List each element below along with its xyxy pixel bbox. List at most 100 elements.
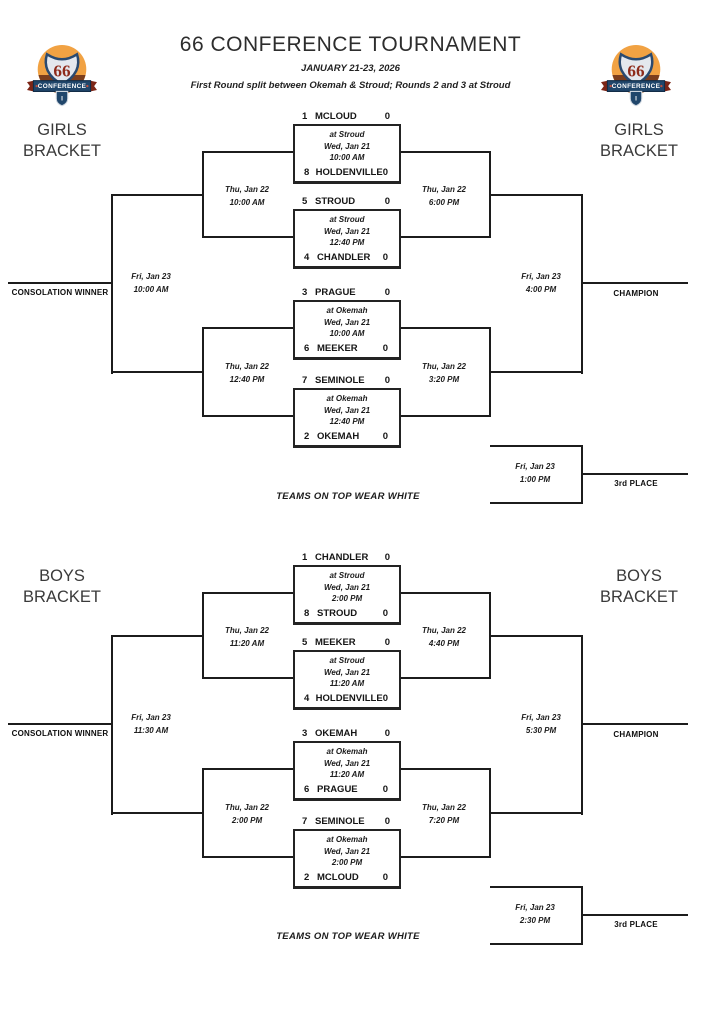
game-venue: at Stroud	[329, 656, 365, 665]
round-time: 2:30 PM	[519, 916, 551, 925]
game-venue: at Okemah	[326, 835, 368, 844]
third-place-label: 3rd PLACE	[614, 920, 658, 929]
game-date: Wed, Jan 21	[323, 141, 371, 151]
bracket-line	[401, 677, 491, 679]
round-schedule: Fri, Jan 23 4:00 PM	[501, 270, 581, 296]
round-date: Thu, Jan 22	[421, 362, 466, 371]
score: 0	[382, 692, 388, 704]
team-name: MCLOUD	[317, 871, 359, 883]
bracket-line	[112, 812, 204, 814]
seed: 7	[302, 816, 308, 827]
seed: 6	[304, 342, 310, 354]
champion-label: CHAMPION	[613, 730, 659, 739]
bracket-line	[401, 592, 491, 594]
bracket-line	[490, 812, 583, 814]
matchup-top-team: 1 CHANDLER 0	[293, 550, 401, 565]
game-date: Wed, Jan 21	[323, 667, 371, 677]
bracket-line	[203, 415, 293, 417]
matchup-bottom-team: 2 MCLOUD 0	[295, 869, 399, 886]
game-time: 10:00 AM	[329, 329, 365, 338]
bracket-line	[401, 856, 491, 858]
consolation-winner-label: CONSOLATION WINNER	[11, 288, 109, 297]
bracket-line	[581, 445, 583, 504]
logo-banner-text: CONFERENCE	[38, 83, 87, 90]
round-schedule: Thu, Jan 22 4:40 PM	[404, 624, 484, 650]
round-time: 3:20 PM	[428, 375, 460, 384]
girls-game-3: 3 PRAGUE 0 at Okemah Wed, Jan 21 10:00 A…	[293, 285, 401, 360]
bracket-line	[489, 327, 491, 417]
round-time: 6:00 PM	[428, 198, 460, 207]
bracket-line	[582, 723, 688, 725]
round-date: Thu, Jan 22	[224, 803, 269, 812]
logo-banner-text: CONFERENCE	[612, 83, 661, 90]
bracket-line	[581, 886, 583, 945]
matchup-top-team: 3 OKEMAH 0	[293, 726, 401, 741]
bracket-line	[203, 677, 293, 679]
game-venue: at Okemah	[326, 747, 368, 756]
game-time: 2:00 PM	[331, 594, 363, 603]
round-time: 11:20 AM	[229, 639, 265, 648]
round-date: Fri, Jan 23	[521, 272, 561, 281]
seed: 8	[304, 166, 310, 178]
girls-bracket-label-left: GIRLS BRACKET	[7, 120, 117, 162]
game-box: at Okemah Wed, Jan 21 10:00 AM 6 MEEKER …	[293, 300, 401, 360]
team-name: PRAGUE	[315, 287, 356, 298]
bracket-line	[582, 473, 688, 475]
matchup-bottom-team: 4 HOLDENVILLE 0	[295, 690, 399, 707]
bracket-word: BOYS	[39, 567, 85, 585]
matchup-bottom-team: 6 PRAGUE 0	[295, 781, 399, 798]
score: 0	[384, 637, 390, 648]
bracket-line	[489, 592, 491, 679]
round-schedule: Thu, Jan 22 12:40 PM	[207, 360, 287, 386]
game-time: 2:00 PM	[331, 858, 363, 867]
teams-note: TEAMS ON TOP WEAR WHITE	[276, 931, 420, 942]
game-date: Wed, Jan 21	[323, 758, 371, 768]
game-venue: at Stroud	[329, 130, 365, 139]
round-date: Fri, Jan 23	[521, 713, 561, 722]
bracket-line	[203, 151, 293, 153]
logo-tab-numeral: I	[61, 96, 63, 103]
game-date: Wed, Jan 21	[323, 846, 371, 856]
bracket-line	[111, 194, 113, 374]
seed: 3	[302, 728, 308, 739]
game-box: at Stroud Wed, Jan 21 2:00 PM 8 STROUD 0	[293, 565, 401, 625]
girls-bracket-label-right: GIRLS BRACKET	[584, 120, 694, 162]
boys-game-1: 1 CHANDLER 0 at Stroud Wed, Jan 21 2:00 …	[293, 550, 401, 625]
matchup-top-team: 3 PRAGUE 0	[293, 285, 401, 300]
bracket-line	[489, 768, 491, 858]
girls-game-1: 1 MCLOUD 0 at Stroud Wed, Jan 21 10:00 A…	[293, 109, 401, 184]
round-date: Fri, Jan 23	[131, 272, 171, 281]
bracket-line	[581, 635, 583, 815]
round-schedule: Fri, Jan 23 1:00 PM	[495, 460, 575, 486]
round-date: Fri, Jan 23	[131, 713, 171, 722]
game-date: Wed, Jan 21	[323, 582, 371, 592]
bracket-line	[490, 943, 583, 945]
bracket-line	[401, 236, 491, 238]
round-schedule: Fri, Jan 23 10:00 AM	[111, 270, 191, 296]
bracket-word: BOYS	[616, 567, 662, 585]
game-time: 11:20 AM	[329, 770, 365, 779]
round-date: Thu, Jan 22	[224, 626, 269, 635]
seed: 7	[302, 375, 308, 386]
score: 0	[382, 783, 388, 795]
round-time: 1:00 PM	[519, 475, 551, 484]
game-time: 12:40 PM	[329, 238, 365, 247]
round-date: Thu, Jan 22	[421, 185, 466, 194]
team-name: MCLOUD	[315, 111, 357, 122]
game-box: at Okemah Wed, Jan 21 11:20 AM 6 PRAGUE …	[293, 741, 401, 801]
round-schedule: Fri, Jan 23 5:30 PM	[501, 711, 581, 737]
game-date: Wed, Jan 21	[323, 317, 371, 327]
seed: 3	[302, 287, 308, 298]
bracket-word: BRACKET	[23, 142, 101, 160]
boys-game-3: 3 OKEMAH 0 at Okemah Wed, Jan 21 11:20 A…	[293, 726, 401, 801]
matchup-bottom-team: 4 CHANDLER 0	[295, 249, 399, 266]
bracket-line	[490, 886, 583, 888]
matchup-top-team: 5 STROUD 0	[293, 194, 401, 209]
round-schedule: Thu, Jan 22 7:20 PM	[404, 801, 484, 827]
round-date: Thu, Jan 22	[224, 185, 269, 194]
champion-label: CHAMPION	[613, 289, 659, 298]
third-place-label: 3rd PLACE	[614, 479, 658, 488]
bracket-line	[203, 768, 293, 770]
team-name: CHANDLER	[315, 552, 369, 563]
seed: 2	[304, 871, 310, 883]
